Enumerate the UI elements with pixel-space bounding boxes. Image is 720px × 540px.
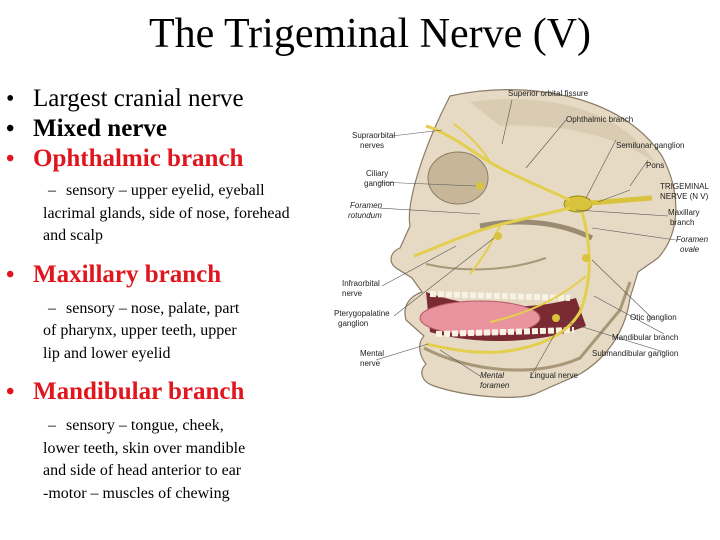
mandible — [423, 281, 632, 372]
label-trigeminal-2: NERVE (N V) — [660, 192, 709, 201]
leader-line — [439, 349, 481, 377]
bullet-mandibular-branch: • Mandibular branch — [6, 377, 336, 407]
leader-line — [381, 245, 457, 287]
leader-line — [559, 319, 665, 353]
leader-line — [591, 227, 677, 241]
upper-teeth — [429, 291, 571, 301]
leader-line — [393, 237, 495, 317]
label-ciliary: Ciliary — [366, 169, 388, 178]
label-otic-ganglion: Otic ganglion — [630, 313, 677, 322]
lower-teeth — [435, 327, 575, 337]
bullet-text: Mandibular branch — [33, 378, 245, 405]
label-semilunar-ganglion: Semilunar ganglion — [616, 141, 685, 150]
bullet-text: Maxillary branch — [33, 260, 222, 288]
otic-ganglion — [582, 254, 590, 262]
label-infraorbital: Infraorbital — [342, 279, 380, 288]
detail-line: -motor – muscles of chewing — [43, 484, 230, 502]
maxillary-nerve — [413, 206, 571, 258]
ciliary-ganglion — [476, 182, 484, 190]
pterygopalatine-ganglion — [494, 232, 502, 240]
detail-line: lacrimal glands, side of nose, forehead — [43, 204, 290, 222]
mandibular-detail: –sensory – tongue, cheek, lower teeth, s… — [43, 415, 336, 505]
detail-line: sensory – nose, palate, part — [66, 299, 240, 317]
label-trigeminal: TRIGEMINAL — [660, 182, 709, 191]
leader-line — [391, 129, 443, 137]
detail-line: of pharynx, upper teeth, upper — [43, 322, 237, 339]
label-mandibular-branch: Mandibular branch — [612, 333, 678, 342]
cranium-shading — [470, 99, 656, 164]
dash-icon: – — [48, 299, 56, 317]
leader-line — [575, 209, 669, 217]
bullet-dot-icon: • — [6, 261, 15, 288]
bullet-text: Mixed nerve — [33, 115, 167, 142]
leader-line — [585, 139, 617, 199]
label-infraorbital-2: nerve — [342, 289, 363, 298]
label-mental-nerve-2: nerve — [360, 359, 381, 368]
zygomatic-arch — [479, 219, 594, 241]
label-pterygopalatine-2: ganglion — [338, 319, 368, 328]
bullet-list: • Largest cranial nerve • Mixed nerve • … — [6, 84, 336, 505]
label-foramen-ovale: Foramen — [676, 235, 709, 244]
detail-line: and scalp — [43, 227, 103, 244]
trigeminal-nerve-illustration: Superior orbital fissure Ophthalmic bran… — [334, 89, 709, 398]
label-maxillary-2: branch — [670, 218, 694, 227]
dash-icon: – — [48, 417, 56, 434]
maxillary-detail: –sensory – nose, palate, part of pharynx… — [43, 298, 336, 366]
bullet-largest-cranial-nerve: • Largest cranial nerve — [6, 84, 336, 114]
leader-line — [377, 207, 481, 215]
label-lingual-nerve: Lingual nerve — [530, 371, 579, 380]
ophthalmic-nerve — [425, 124, 571, 202]
bullet-dot-icon: • — [6, 116, 15, 142]
orbit — [427, 151, 489, 205]
detail-line: sensory – tongue, cheek, — [66, 417, 224, 434]
label-ophthalmic-branch: Ophthalmic branch — [566, 115, 633, 124]
leader-line — [593, 295, 665, 335]
maxilla — [425, 257, 547, 271]
leader-lines — [375, 99, 677, 379]
bullet-dot-icon: • — [6, 146, 15, 172]
detail-line: lower teeth, skin over mandible — [43, 439, 246, 457]
label-ciliary-2: ganglion — [364, 179, 394, 188]
bullet-dot-icon: • — [6, 86, 15, 112]
leader-line — [591, 259, 653, 319]
bullet-text: Largest cranial nerve — [33, 85, 244, 112]
dash-icon: – — [48, 182, 56, 199]
label-mental-foramen: Mental — [480, 371, 504, 380]
leader-line — [629, 159, 649, 187]
label-supraorbital: Supraorbital — [352, 131, 395, 140]
detail-line: sensory – upper eyelid, eyeball — [66, 182, 265, 199]
label-submandibular-ganglion: Submandibular ganglion — [592, 349, 678, 358]
label-pons: Pons — [646, 161, 664, 170]
detail-line: lip and lower eyelid — [43, 344, 171, 362]
bullet-ophthalmic-branch: • Ophthalmic branch — [6, 144, 336, 174]
label-maxillary: Maxillary — [668, 208, 700, 217]
ophthalmic-detail: –sensory – upper eyelid, eyeball lacrima… — [43, 180, 336, 248]
label-supraorbital-2: nerves — [360, 141, 384, 150]
maxillary-twig — [469, 225, 501, 275]
leader-line — [525, 119, 567, 169]
leader-line — [375, 343, 429, 361]
trigeminal-root — [577, 195, 653, 207]
label-mental-nerve: Mental — [360, 349, 384, 358]
ophthalmic-twig — [453, 123, 491, 163]
bullet-text: Ophthalmic branch — [33, 145, 244, 172]
submandibular-ganglion — [552, 314, 560, 322]
bullet-mixed-nerve: • Mixed nerve — [6, 114, 336, 144]
bullet-maxillary-branch: • Maxillary branch — [6, 260, 336, 290]
leader-line — [501, 99, 513, 145]
slide-title: The Trigeminal Nerve (V) — [148, 11, 592, 57]
label-foramen-ovale-2: ovale — [680, 245, 700, 254]
label-foramen-rotundum: Foramen — [350, 201, 383, 210]
label-superior-orbital-fissure: Superior orbital fissure — [508, 89, 589, 98]
label-foramen-rotundum-2: rotundum — [348, 211, 382, 220]
leader-line — [377, 181, 477, 187]
lingual-nerve — [489, 275, 587, 323]
leader-line — [529, 331, 557, 379]
label-pterygopalatine: Pterygopalatine — [334, 309, 390, 318]
leader-line — [597, 189, 631, 203]
detail-line: and side of head anterior to ear — [43, 462, 242, 479]
label-mental-foramen-2: foramen — [480, 381, 510, 390]
bullet-dot-icon: • — [6, 379, 15, 405]
